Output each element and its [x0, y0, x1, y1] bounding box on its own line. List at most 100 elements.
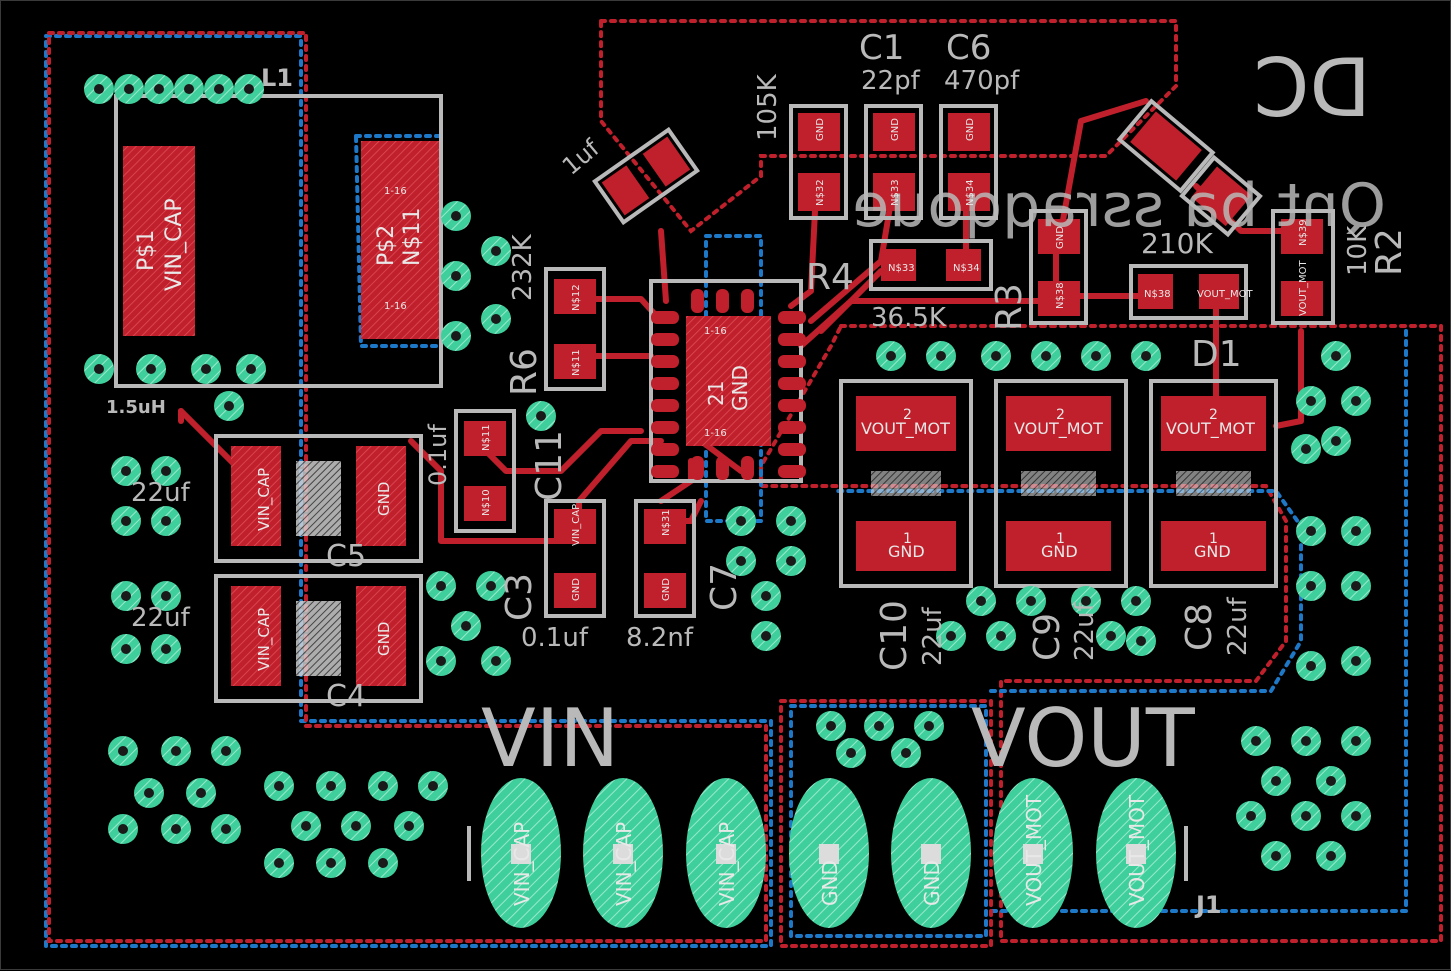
ps2-name: P$2 [374, 225, 399, 266]
connector-hole [613, 844, 633, 864]
gnd-middle-outline-b [789, 704, 988, 938]
via-hole [1091, 351, 1101, 361]
via-hole [991, 351, 1001, 361]
via-hole [146, 364, 156, 374]
via-hole [486, 581, 496, 591]
via-hole [224, 401, 234, 411]
pin-label: 1-16 [384, 186, 407, 197]
via-hole [536, 411, 546, 421]
r6-ref: R6 [504, 348, 545, 396]
c8-ref: C8 [1179, 603, 1220, 651]
via-hole [161, 644, 171, 654]
silkscreen-outlines [114, 94, 1335, 703]
via-hole [404, 821, 414, 831]
pad-net-label: GND [571, 578, 582, 601]
pad-net-label: N$38 [1055, 282, 1066, 309]
pad-net-label: GND [1194, 542, 1231, 561]
pad-net-label: GND [888, 542, 925, 561]
via-hole [378, 781, 388, 791]
via-hole [214, 84, 224, 94]
d1-label: D1 [1191, 334, 1242, 375]
j1-label: J1 [1194, 891, 1222, 919]
c11-value: 0.1uf [424, 424, 452, 486]
via-hole [1251, 736, 1261, 746]
gnd-pour-outline [44, 34, 773, 948]
pin-label: 1-16 [704, 326, 727, 337]
pad-net-label: N$33 [890, 179, 901, 206]
r6-value: 232K [508, 233, 538, 301]
ic-pin [651, 465, 679, 478]
connector-outline [467, 826, 1188, 881]
via-hole [976, 596, 986, 606]
pad-number: 1 [1209, 531, 1218, 547]
ic-pin [778, 355, 806, 368]
pad-net-label: GND [661, 578, 672, 601]
connector-pin-label: VIN_CAP [715, 822, 739, 906]
via-hole [1136, 636, 1146, 646]
via-hole [451, 271, 461, 281]
ic-pin [651, 355, 679, 368]
via-hole [1301, 736, 1311, 746]
pin-label: 1-16 [704, 428, 727, 439]
pad-net-label: VOUT_MOT [1298, 260, 1309, 316]
c9-value: 22uf [1070, 601, 1100, 661]
via-hole [124, 84, 134, 94]
c1-value: 22pf [861, 66, 921, 96]
via-hole [1351, 656, 1361, 666]
via-hole [1301, 444, 1311, 454]
pad-net-label: GND [1055, 226, 1066, 249]
via-hole [1106, 631, 1116, 641]
via-hole [1331, 436, 1341, 446]
via-hole [221, 746, 231, 756]
c7-ref: C7 [704, 563, 745, 611]
via-hole [326, 858, 336, 868]
connector-hole [1126, 844, 1146, 864]
connector-hole [1023, 844, 1043, 864]
via-hole [121, 466, 131, 476]
dc-title: DC [1254, 42, 1371, 135]
via-hole [874, 721, 884, 731]
ic-pin [716, 289, 729, 313]
via-hole [736, 556, 746, 566]
ic-pin [651, 399, 679, 412]
via-hole [118, 824, 128, 834]
ic-pin [716, 456, 729, 480]
via-hole [144, 788, 154, 798]
via-hole [161, 591, 171, 601]
via-hole [1326, 851, 1336, 861]
pad-number: 2 [1056, 407, 1065, 423]
connector-pin-label: VIN_CAP [612, 822, 636, 906]
via-hole [936, 351, 946, 361]
ic-pin [651, 333, 679, 346]
via-hole [1351, 736, 1361, 746]
connector-pin-label: GND [920, 860, 944, 906]
smd-pads [123, 111, 1323, 686]
r4-value: 36.5K [871, 303, 947, 333]
via-hole [924, 721, 934, 731]
ic-pin [778, 311, 806, 324]
via-hole [1351, 396, 1361, 406]
pad-net-label: VIN_CAP [255, 468, 274, 531]
via-hole [326, 781, 336, 791]
pad-net-label: N$11 [571, 349, 582, 376]
via-hole [184, 84, 194, 94]
via-hole [378, 858, 388, 868]
c11-ref: C11 [529, 430, 570, 501]
via-hole [761, 591, 771, 601]
ps1-name: P$1 [134, 230, 159, 271]
connector-pin-label: VIN_CAP [510, 822, 534, 906]
c3-ref: C3 [499, 573, 540, 621]
r2-value: 10K [1343, 225, 1373, 276]
c5-ref: C5 [326, 539, 366, 574]
pad-number: 2 [1209, 407, 1218, 423]
via-hole [301, 821, 311, 831]
via-hole [461, 621, 471, 631]
pad-net-label: GND [375, 622, 393, 656]
via-hole [274, 781, 284, 791]
via-hole [786, 556, 796, 566]
r3-value: 210K [1141, 227, 1213, 260]
via-hole [351, 821, 361, 831]
connector-hole [819, 844, 839, 864]
top-feedback-outline [599, 19, 1178, 234]
